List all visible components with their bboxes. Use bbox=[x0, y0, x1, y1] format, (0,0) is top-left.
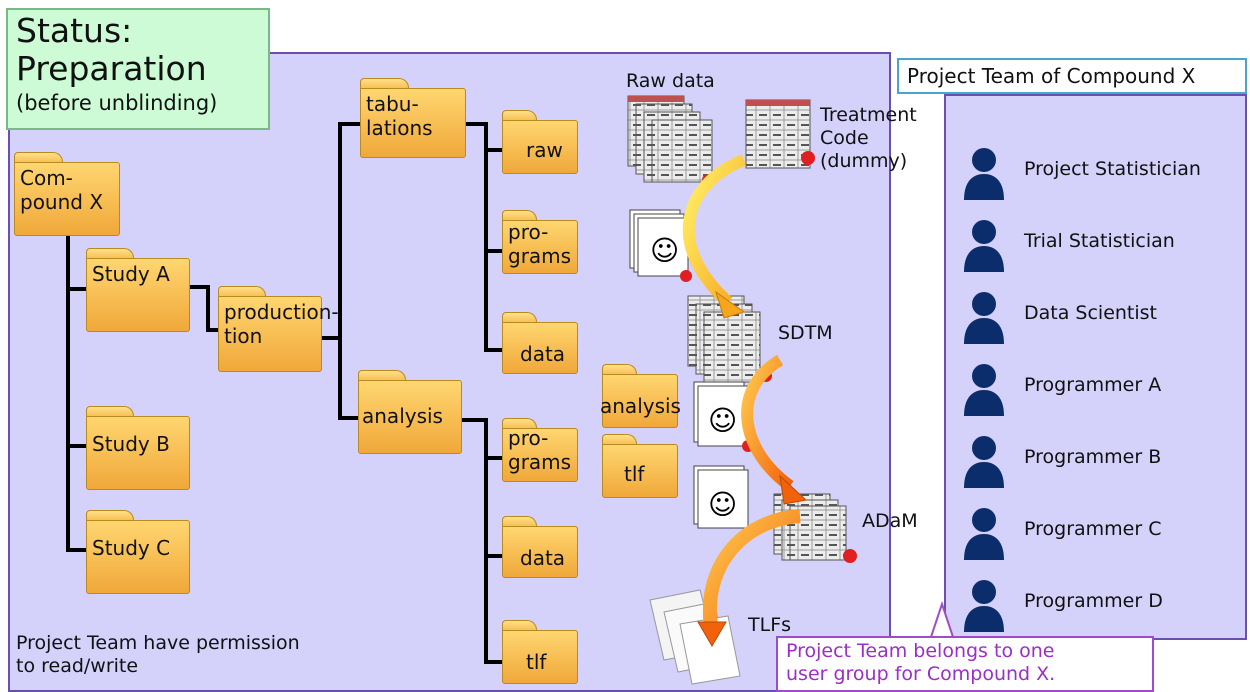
tree-connector bbox=[66, 548, 86, 552]
folder-label: raw bbox=[526, 138, 563, 162]
tree-connector bbox=[206, 328, 220, 332]
raw-data-dataset-icon bbox=[627, 95, 714, 186]
tree-connector bbox=[66, 222, 70, 552]
team-member-name: Trial Statistician bbox=[1024, 230, 1175, 252]
folder-compound[interactable]: Com- pound X bbox=[14, 152, 120, 236]
status-note: (before unblinding) bbox=[16, 91, 218, 115]
flow-arrow bbox=[682, 154, 747, 307]
folder-label: tlf bbox=[624, 462, 645, 486]
flow-arrow bbox=[741, 354, 794, 491]
tree-connector bbox=[338, 122, 362, 126]
tree-connector bbox=[466, 122, 486, 126]
folder-label: Com- pound X bbox=[20, 166, 104, 214]
person-icon bbox=[964, 508, 1004, 560]
tree-connector bbox=[322, 336, 340, 340]
adam-label: ADaM bbox=[862, 510, 918, 532]
team-member-name: Data Scientist bbox=[1024, 302, 1157, 324]
treatment-code-label: Treatment Code (dummy) bbox=[820, 104, 917, 172]
svg-text:☺: ☺ bbox=[708, 404, 737, 437]
raw-data-label: Raw data bbox=[626, 70, 715, 92]
adam-dataset-icon bbox=[773, 493, 857, 563]
callout-pointer bbox=[929, 600, 955, 641]
person-icon bbox=[964, 580, 1004, 632]
flow-arrow-head bbox=[697, 621, 727, 647]
team-member-name: Programmer D bbox=[1024, 590, 1163, 612]
folder-label: data bbox=[520, 546, 566, 570]
folder-an-data[interactable]: data bbox=[502, 516, 578, 578]
team-member-name: Programmer A bbox=[1024, 374, 1162, 396]
sdtm-label: SDTM bbox=[778, 322, 833, 344]
folder-an-programs[interactable]: pro- grams bbox=[502, 418, 578, 482]
tree-connector bbox=[66, 287, 86, 291]
team-title: Project Team of Compound X bbox=[897, 58, 1247, 94]
folder-label: analysis bbox=[600, 394, 681, 418]
folder-study-a[interactable]: Study A bbox=[86, 248, 190, 332]
folder-label: pro- grams bbox=[508, 220, 572, 268]
svg-text:☺: ☺ bbox=[708, 488, 737, 521]
user-group-callout: Project Team belongs to one user group f… bbox=[776, 636, 1154, 692]
person-icon bbox=[964, 364, 1004, 416]
tlf-documents-icon bbox=[649, 589, 741, 685]
tree-connector bbox=[484, 554, 504, 558]
folder-label: pro- grams bbox=[508, 426, 572, 474]
folder-label: Study B bbox=[92, 432, 170, 456]
tree-connector bbox=[484, 660, 504, 664]
folder-tab-programs[interactable]: pro- grams bbox=[502, 210, 578, 274]
tree-connector bbox=[484, 348, 504, 352]
folder-analysis[interactable]: analysis bbox=[358, 370, 462, 454]
folder-label: analysis bbox=[362, 404, 443, 428]
folder-label: Study A bbox=[92, 262, 170, 286]
permission-note: Project Team have permission to read/wri… bbox=[16, 632, 300, 677]
folder-study-b[interactable]: Study B bbox=[86, 406, 190, 490]
svg-text:☺: ☺ bbox=[650, 234, 679, 267]
folder-label: production- tion bbox=[224, 300, 339, 348]
folder-an-tlf[interactable]: tlf bbox=[502, 620, 578, 684]
folder-label: tlf bbox=[526, 650, 547, 674]
program-script-icon: ☺ bbox=[629, 209, 692, 282]
folder-mid-analysis[interactable]: analysis bbox=[600, 364, 681, 428]
tree-connector bbox=[338, 416, 362, 420]
person-icon bbox=[964, 436, 1004, 488]
tree-connector bbox=[462, 418, 488, 422]
folder-label: Study C bbox=[92, 536, 171, 560]
tree-connector bbox=[206, 285, 210, 331]
status-value: Preparation bbox=[16, 49, 207, 88]
flow-arrow-head bbox=[779, 474, 808, 505]
folder-production[interactable]: production- tion bbox=[218, 286, 339, 372]
tree-connector bbox=[484, 249, 504, 253]
folder-tab-data[interactable]: data bbox=[502, 312, 578, 374]
treatment-code-dataset-icon bbox=[745, 99, 815, 169]
person-icon bbox=[964, 220, 1004, 272]
team-member-name: Programmer C bbox=[1024, 518, 1162, 540]
tree-connector bbox=[484, 122, 488, 352]
folder-label: tabu- lations bbox=[366, 92, 433, 140]
tree-connector bbox=[190, 285, 208, 289]
folder-tabulations[interactable]: tabu- lations bbox=[360, 78, 466, 158]
team-member-name: Programmer B bbox=[1024, 446, 1162, 468]
tree-connector bbox=[484, 418, 488, 664]
folder-mid-tlf[interactable]: tlf bbox=[602, 434, 678, 498]
status-label: Status: bbox=[16, 11, 133, 50]
folder-tab-raw[interactable]: raw bbox=[502, 110, 578, 174]
folder-label: data bbox=[520, 342, 566, 366]
person-icon bbox=[964, 148, 1004, 200]
tlfs-label: TLFs bbox=[748, 614, 792, 636]
person-icon bbox=[964, 292, 1004, 344]
tree-connector bbox=[338, 122, 342, 420]
flow-arrow bbox=[702, 509, 801, 634]
team-member-name: Project Statistician bbox=[1024, 158, 1201, 180]
status-box: Status: Preparation (before unblinding) bbox=[6, 8, 270, 130]
flow-arrow-head bbox=[715, 290, 746, 319]
tree-connector bbox=[484, 456, 504, 460]
tree-connector bbox=[484, 148, 504, 152]
program-script-icon: ☺ bbox=[693, 465, 749, 529]
tree-connector bbox=[66, 444, 86, 448]
folder-study-c[interactable]: Study C bbox=[86, 510, 190, 594]
